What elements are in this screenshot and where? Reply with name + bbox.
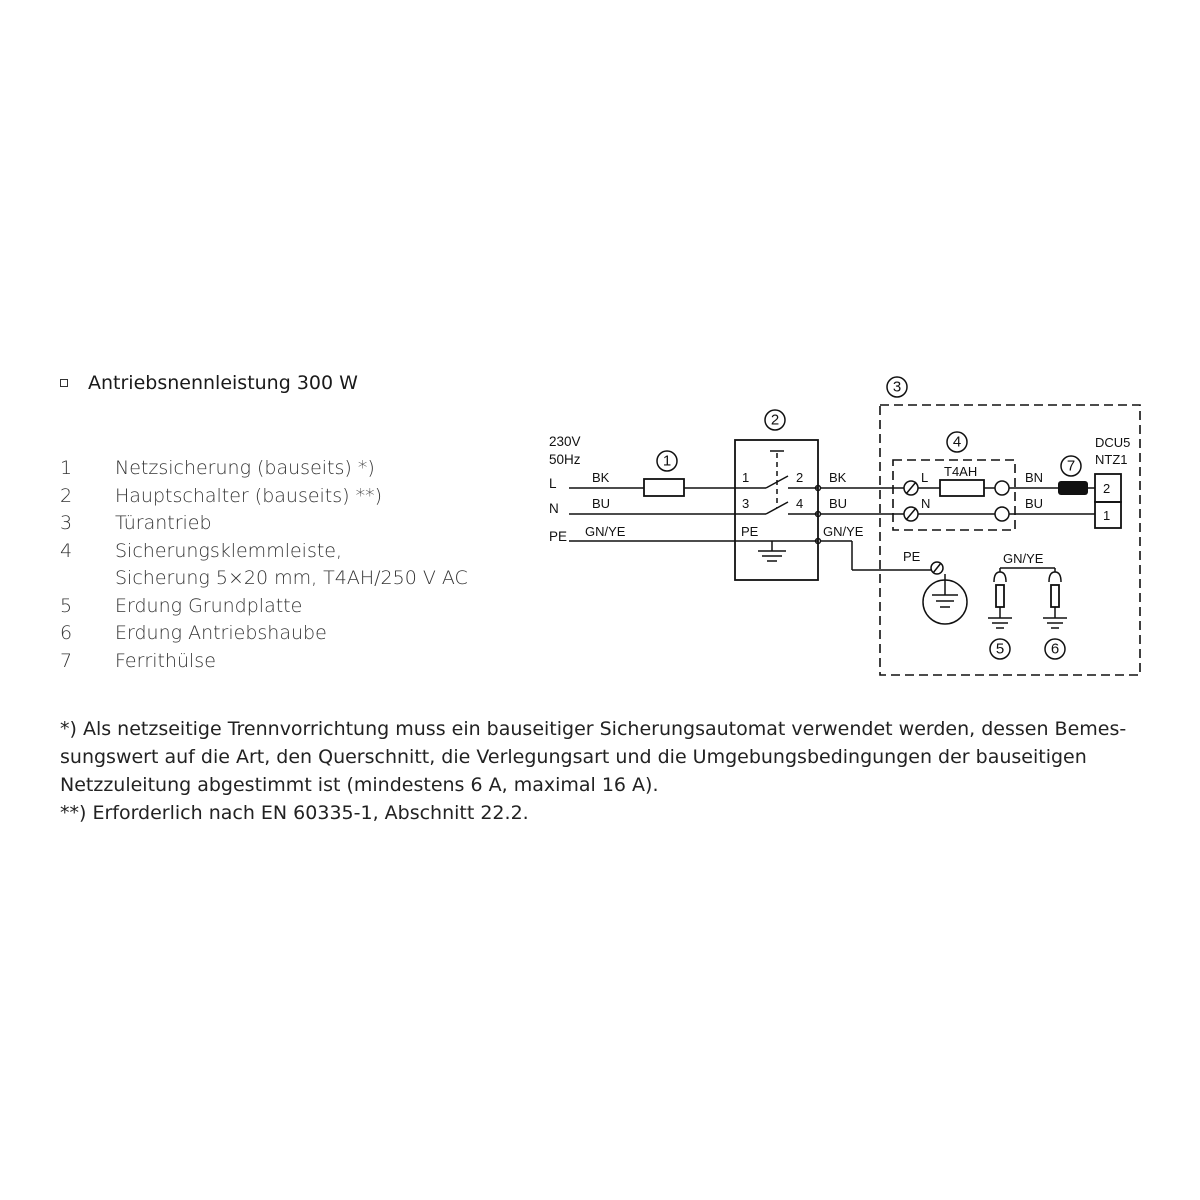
- legend-text: Netzsicherung (bauseits) *): [115, 457, 375, 479]
- legend-item: 3 Türantrieb: [60, 510, 468, 538]
- legend-number: 6: [60, 622, 73, 644]
- ferrite-sleeve: [1058, 481, 1088, 495]
- marker-7: [1060, 455, 1082, 477]
- legend-number: 5: [60, 594, 73, 617]
- wire-BU-label-2: BU: [829, 496, 847, 511]
- fuse-T4AH: [939, 479, 985, 497]
- legend-item: 4 Sicherungsklemmleiste,: [60, 538, 468, 566]
- legend-item: 2 Hauptschalter (bauseits) **): [60, 483, 468, 511]
- gnye-ground-label: GN/YE: [1003, 551, 1044, 566]
- pe-ground-label: PE: [903, 549, 921, 564]
- legend-item: 7 Ferrithülse: [60, 648, 468, 676]
- fuse-terminal-strip-box: [892, 459, 1016, 531]
- marker-1: [656, 450, 678, 472]
- controller-label-2: NTZ1: [1095, 452, 1128, 467]
- marker-2: [764, 409, 786, 431]
- heading: Antriebsnennleistung 300 W: [60, 372, 358, 394]
- controller-pin-1-box: [1094, 501, 1122, 529]
- legend-number: 3: [60, 512, 73, 534]
- main-switch-box: [734, 439, 819, 581]
- marker-7-label: 7: [1067, 458, 1075, 475]
- legend-text: Ferrithülse: [115, 649, 216, 672]
- marker-2-label: 2: [771, 412, 779, 429]
- footnotes: *) Als netzseitige Trennvorrichtung muss…: [60, 715, 1150, 827]
- terminal-N-out: [994, 506, 1010, 522]
- legend-item: 6 Erdung Antriebshaube: [60, 620, 468, 648]
- switch-terminal-2: 2: [796, 470, 803, 485]
- marker-5-label: 5: [996, 641, 1004, 658]
- door-drive-box: [879, 404, 1141, 676]
- legend-text: Hauptschalter (bauseits) **): [115, 484, 383, 507]
- legend-text: Sicherungsklemmleiste,: [115, 539, 343, 562]
- wire-GNYE-label: GN/YE: [585, 524, 626, 539]
- ground-5-connector: [995, 584, 1005, 608]
- wire-BK-label-2: BK: [829, 470, 847, 485]
- pe-screw-icon: [930, 561, 944, 575]
- marker-6-label: 6: [1051, 641, 1059, 658]
- marker-6: [1044, 638, 1066, 660]
- line-L-label: L: [549, 476, 557, 491]
- switch-terminal-4: 4: [796, 496, 803, 511]
- wire-BK-label: BK: [592, 470, 610, 485]
- legend-subtext: Sicherung 5×20 mm, T4AH/250 V AC: [115, 567, 468, 589]
- footnote-2: **) Erforderlich nach EN 60335-1, Abschn…: [60, 802, 529, 824]
- switch-terminal-3: 3: [742, 496, 749, 511]
- terminal-N-label: N: [921, 496, 930, 511]
- ground-6-connector: [1050, 584, 1060, 608]
- legend-text: Erdung Grundplatte: [115, 594, 303, 617]
- marker-4: [946, 431, 968, 453]
- controller-pin-1: 1: [1103, 508, 1110, 523]
- terminal-L-label: L: [921, 470, 928, 485]
- wire-BU-label: BU: [592, 496, 610, 511]
- heading-text: Antriebsnennleistung 300 W: [88, 372, 358, 394]
- supply-voltage-label: 230V: [549, 434, 581, 449]
- legend: 1 Netzsicherung (bauseits) *) 2 Hauptschal…: [60, 455, 468, 675]
- switch-PE-label: PE: [741, 524, 759, 539]
- controller-label-1: DCU5: [1095, 435, 1130, 450]
- footnote-1: *) Als netzseitige Trennvorrichtung muss…: [60, 718, 1127, 796]
- controller-pin-2: 2: [1103, 481, 1110, 496]
- legend-text: Türantrieb: [115, 512, 212, 534]
- legend-number: 4: [60, 539, 73, 562]
- line-N-label: N: [549, 501, 559, 516]
- wire-GNYE-label-2: GN/YE: [823, 524, 864, 539]
- legend-number: 1: [60, 457, 73, 479]
- wire-BU-label-3: BU: [1025, 496, 1043, 511]
- marker-3-label: 3: [893, 379, 901, 396]
- fuse-1: [643, 478, 685, 497]
- supply-frequency-label: 50Hz: [549, 452, 581, 467]
- bullet-square-icon: [60, 379, 68, 387]
- marker-4-label: 4: [953, 434, 961, 451]
- switch-terminal-1: 1: [742, 470, 749, 485]
- fuse-T4AH-label: T4AH: [944, 464, 977, 479]
- legend-number: 2: [60, 484, 73, 507]
- legend-text: Erdung Antriebshaube: [115, 622, 327, 644]
- marker-5: [989, 638, 1011, 660]
- wire-BN-label: BN: [1025, 470, 1043, 485]
- line-PE-label: PE: [549, 529, 567, 544]
- legend-item: 1 Netzsicherung (bauseits) *): [60, 455, 468, 483]
- marker-1-label: 1: [663, 453, 671, 470]
- marker-3: [886, 376, 908, 398]
- legend-item: 5 Erdung Grundplatte: [60, 593, 468, 621]
- legend-number: 7: [60, 649, 73, 672]
- terminal-L-out: [994, 480, 1010, 496]
